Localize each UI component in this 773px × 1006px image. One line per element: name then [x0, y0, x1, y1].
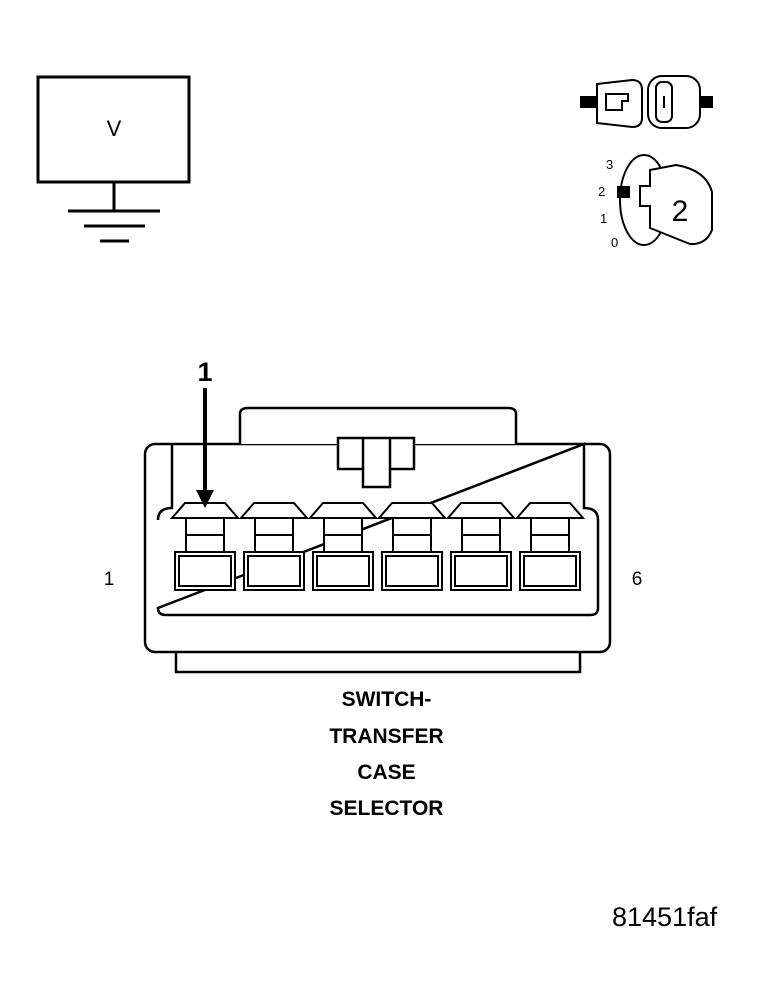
key-icon: [639, 163, 713, 246]
figure-id: 81451faf: [612, 902, 718, 932]
callout-arrow: [196, 388, 214, 508]
pin-number-left: 1: [104, 569, 115, 590]
terminal-cavity: [514, 502, 586, 591]
terminal-cavity: [307, 502, 379, 591]
connector-title-line-3: CASE: [357, 761, 416, 784]
connector-cavities: [169, 502, 586, 591]
key-selected-position: 2: [672, 195, 689, 228]
pin-number-right: 6: [632, 569, 643, 590]
ignition-switch-icon: [580, 75, 713, 129]
connector-title-line-2: TRANSFER: [329, 725, 444, 748]
connector-title-line-4: SELECTOR: [329, 797, 444, 820]
terminal-cavity: [445, 502, 517, 591]
key-position-1: 1: [600, 211, 607, 226]
key-position-0: 0: [611, 235, 618, 250]
callout-number: 1: [197, 357, 212, 387]
key-position-2: 2: [598, 184, 605, 199]
connector-lock-rail: [238, 406, 518, 444]
terminal-cavity: [169, 502, 241, 591]
connector-title-line-1: SWITCH-: [341, 688, 432, 711]
key-position-3: 3: [606, 157, 613, 172]
voltmeter: [36, 75, 191, 243]
terminal-cavity: [238, 502, 310, 591]
voltmeter-label: V: [107, 116, 122, 141]
connector-latch: [336, 436, 416, 489]
terminal-cavity: [376, 502, 448, 591]
